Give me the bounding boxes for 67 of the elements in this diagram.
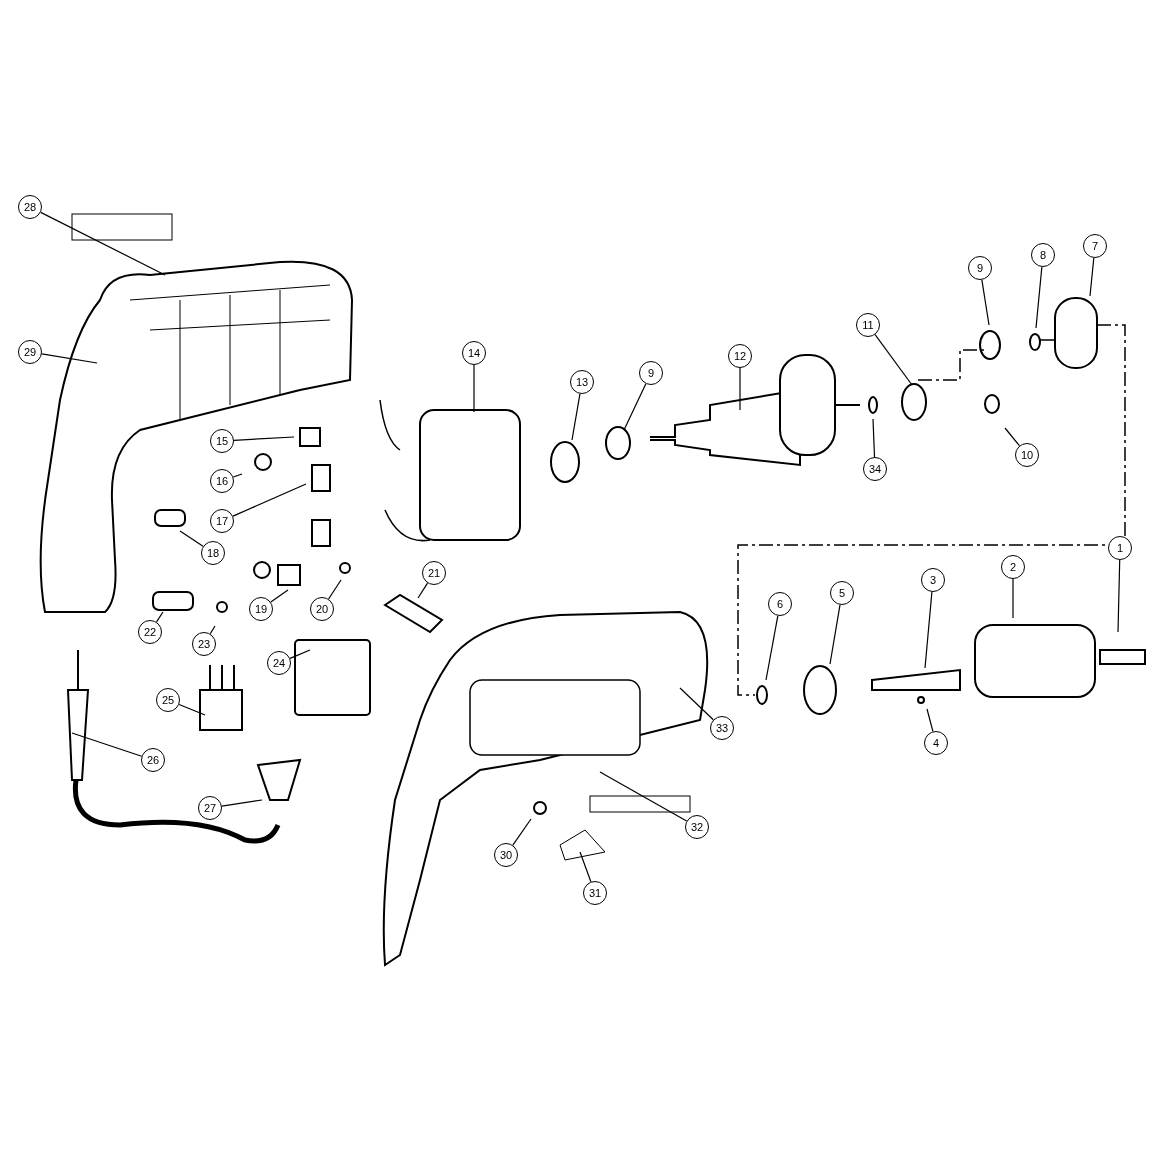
leader-line	[512, 818, 532, 846]
leader-line	[739, 367, 741, 411]
leader-line	[232, 473, 243, 478]
callout-number: 1	[1108, 536, 1132, 560]
leader-line	[1089, 257, 1095, 297]
leader-line	[232, 483, 307, 517]
leader-line	[178, 703, 206, 716]
callout-number: 22	[138, 620, 162, 644]
leader-line	[765, 615, 779, 681]
leader-line	[221, 799, 263, 807]
callout-number: 28	[18, 195, 42, 219]
leader-line	[926, 708, 934, 732]
callout-number: 6	[768, 592, 792, 616]
leader-line	[924, 591, 933, 669]
leader-line	[179, 530, 204, 547]
leader-line	[579, 851, 592, 883]
callout-number: 24	[267, 651, 291, 675]
leader-line	[40, 211, 166, 276]
leader-line	[155, 611, 164, 623]
callout-number: 15	[210, 429, 234, 453]
leader-line	[571, 393, 581, 441]
callout-number: 2	[1001, 555, 1025, 579]
callout-number: 31	[583, 881, 607, 905]
callout-number: 21	[422, 561, 446, 585]
leader-line	[623, 383, 647, 431]
leader-line	[1012, 578, 1014, 619]
callout-number: 29	[18, 340, 42, 364]
leader-line	[1117, 559, 1121, 633]
leader-line	[679, 687, 714, 721]
callout-number: 16	[210, 469, 234, 493]
callout-number: 17	[210, 509, 234, 533]
callout-number: 4	[924, 731, 948, 755]
callout-number: 9	[639, 361, 663, 385]
leader-line	[872, 418, 876, 458]
callout-number: 27	[198, 796, 222, 820]
callout-number: 23	[192, 632, 216, 656]
callout-number: 5	[830, 581, 854, 605]
callout-number: 8	[1031, 243, 1055, 267]
leader-line	[981, 279, 990, 326]
leader-line	[71, 732, 143, 757]
leader-line	[270, 589, 289, 603]
callout-number: 12	[728, 344, 752, 368]
callout-number: 18	[201, 541, 225, 565]
callout-number: 14	[462, 341, 486, 365]
leader-line	[41, 353, 98, 364]
callout-number: 3	[921, 568, 945, 592]
leader-line	[1035, 266, 1043, 329]
callout-number: 9	[968, 256, 992, 280]
leader-line	[1004, 427, 1020, 447]
callout-number: 32	[685, 815, 709, 839]
callout-number: 20	[310, 597, 334, 621]
leader-line	[829, 604, 841, 665]
leader-line	[327, 579, 342, 600]
leader-line	[874, 334, 913, 386]
callout-number: 13	[570, 370, 594, 394]
callout-number: 10	[1015, 443, 1039, 467]
callout-number: 34	[863, 457, 887, 481]
callout-number: 25	[156, 688, 180, 712]
callout-number: 11	[856, 313, 880, 337]
callout-number: 19	[249, 597, 273, 621]
leader-line	[473, 364, 475, 413]
leader-line	[289, 649, 311, 659]
callout-number: 7	[1083, 234, 1107, 258]
callout-number: 26	[141, 748, 165, 772]
callout-number: 30	[494, 843, 518, 867]
leader-line	[233, 436, 295, 441]
callout-number: 33	[710, 716, 734, 740]
